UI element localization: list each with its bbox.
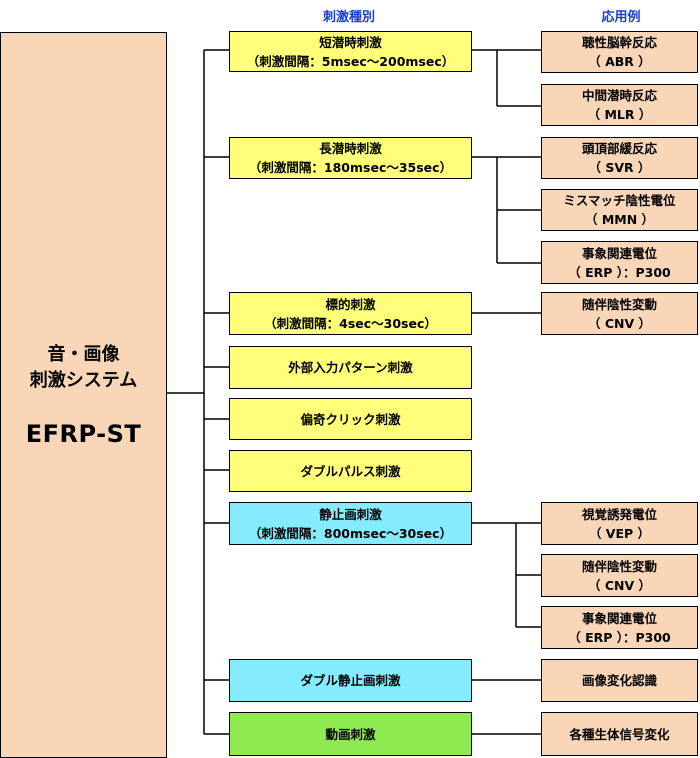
application-title: 随伴陰性変動 <box>581 296 657 312</box>
application-abbr: （ CNV ） <box>587 577 651 593</box>
application-erp-p300-visual: 事象関連電位 （ ERP ）：P300 <box>541 606 698 649</box>
application-abbr: （ ERP ）：P300 <box>568 629 671 645</box>
stimulus-target: 標的刺激 （刺激間隔：4sec〜30sec） <box>229 292 472 335</box>
application-title: 視覚誘発電位 <box>581 506 657 522</box>
application-title: ミスマッチ陰性電位 <box>563 193 676 208</box>
stimulus-title: 短潜時刺激 <box>319 34 382 50</box>
stimulus-title: 偏奇クリック刺激 <box>300 411 401 427</box>
stimulus-oddball-click: 偏奇クリック刺激 <box>229 398 472 440</box>
stimulus-title: 静止画刺激 <box>319 506 382 522</box>
application-abbr: （ MLR ） <box>587 107 652 122</box>
application-title: 聴性脳幹反応 <box>581 35 657 50</box>
stimulus-title: 標的刺激 <box>325 296 376 312</box>
stimulus-external-pattern: 外部入力パターン刺激 <box>229 346 472 389</box>
application-title: 事象関連電位 <box>581 245 657 261</box>
stimulus-double-pulse: ダブルパルス刺激 <box>229 450 472 492</box>
application-title: 中間潜時反応 <box>581 88 657 103</box>
system-name: EFRP-ST <box>25 420 142 448</box>
application-title: 事象関連電位 <box>581 610 657 626</box>
stimulus-interval: （刺激間隔：4sec〜30sec） <box>264 315 437 331</box>
application-cnv: 随伴陰性変動 （ CNV ） <box>541 292 698 335</box>
system-line2: 刺激システム <box>29 370 138 391</box>
stimulus-title: ダブル静止画刺激 <box>300 673 401 688</box>
application-title: 各種生体信号変化 <box>569 726 670 742</box>
stimulus-short-latency: 短潜時刺激 （刺激間隔：5msec〜200msec） <box>229 31 472 72</box>
stimulus-double-still-image: ダブル静止画刺激 <box>229 659 472 702</box>
header-application: 応用例 <box>601 10 641 25</box>
stimulus-title: ダブルパルス刺激 <box>300 463 401 479</box>
application-image-change-recognition: 画像変化認識 <box>541 659 698 702</box>
application-abbr: （ CNV ） <box>587 315 651 331</box>
application-vep: 視覚誘発電位 （ VEP ） <box>541 502 698 545</box>
application-mlr: 中間潜時反応 （ MLR ） <box>541 84 698 126</box>
stimulus-title: 長潜時刺激 <box>319 141 382 156</box>
header-stimulus-type: 刺激種別 <box>322 10 375 25</box>
application-cnv-visual: 随伴陰性変動 （ CNV ） <box>541 554 698 597</box>
stimulus-long-latency: 長潜時刺激 （刺激間隔：180msec〜35sec） <box>229 137 472 179</box>
stimulus-interval: （刺激間隔：180msec〜35sec） <box>248 160 453 175</box>
application-title: 頭頂部緩反応 <box>581 141 657 156</box>
application-svr: 頭頂部緩反応 （ SVR ） <box>541 137 698 179</box>
application-title: 画像変化認識 <box>581 673 657 688</box>
stimulus-title: 外部入力パターン刺激 <box>288 360 413 375</box>
application-biosignal-change: 各種生体信号変化 <box>541 712 698 756</box>
stimulus-video: 動画刺激 <box>229 712 472 756</box>
application-abbr: （ VEP ） <box>588 525 651 541</box>
stimulus-still-image: 静止画刺激 （刺激間隔：800msec〜30sec） <box>229 502 472 545</box>
stimulus-interval: （刺激間隔：5msec〜200msec） <box>246 53 455 69</box>
application-abbr: （ ERP ）：P300 <box>568 264 671 280</box>
application-abbr: （ ABR ） <box>588 54 651 69</box>
application-title: 随伴陰性変動 <box>581 558 657 574</box>
system-box: 音・画像 刺激システム EFRP-ST <box>0 32 167 758</box>
application-mmn: ミスマッチ陰性電位 （ MMN ） <box>541 189 698 231</box>
application-erp-p300: 事象関連電位 （ ERP ）：P300 <box>541 241 698 284</box>
stimulus-title: 動画刺激 <box>325 726 376 742</box>
system-line1: 音・画像 <box>47 344 120 365</box>
application-abbr: （ SVR ） <box>588 160 651 175</box>
application-abbr: （ MMN ） <box>584 212 655 227</box>
stimulus-interval: （刺激間隔：800msec〜30sec） <box>248 525 453 541</box>
application-abr: 聴性脳幹反応 （ ABR ） <box>541 31 698 73</box>
